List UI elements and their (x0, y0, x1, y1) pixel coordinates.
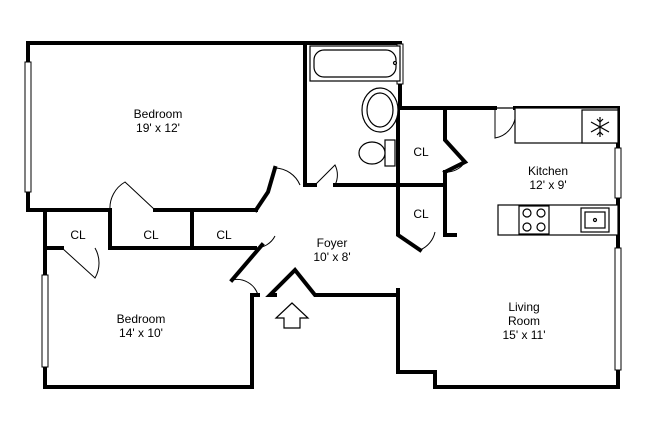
window (614, 247, 622, 371)
bathtub (309, 45, 401, 82)
closet-label: CL (216, 228, 232, 242)
bedroom2-name: Bedroom (117, 312, 166, 326)
toilet (358, 139, 396, 167)
doors (61, 107, 517, 296)
entry-arrow-icon (274, 302, 310, 329)
window (614, 147, 622, 199)
kitchen-counter-top (514, 107, 619, 144)
foyer-size: 10' x 8' (313, 250, 350, 264)
snowflake-icon (590, 117, 610, 137)
bedroom2-size: 14' x 10' (119, 326, 163, 340)
closet-label: CL (413, 145, 429, 159)
window (24, 61, 32, 193)
closet-label: CL (143, 228, 159, 242)
kitchen-name: Kitchen (528, 164, 568, 178)
living-room-size: 15' x 11' (502, 328, 545, 342)
bedroom1-name: Bedroom (134, 107, 183, 121)
living-room-name-line1: Living (508, 300, 539, 314)
living-room-name-line2: Room (508, 314, 540, 328)
kitchen-counter-bottom (497, 204, 619, 236)
kitchen-size: 12' x 9' (529, 178, 566, 192)
window (41, 274, 49, 368)
closet-label: CL (70, 228, 86, 242)
foyer-name: Foyer (317, 236, 348, 250)
closet-label: CL (413, 207, 429, 221)
sink (361, 87, 399, 133)
bedroom1-size: 19' x 12' (136, 121, 180, 135)
